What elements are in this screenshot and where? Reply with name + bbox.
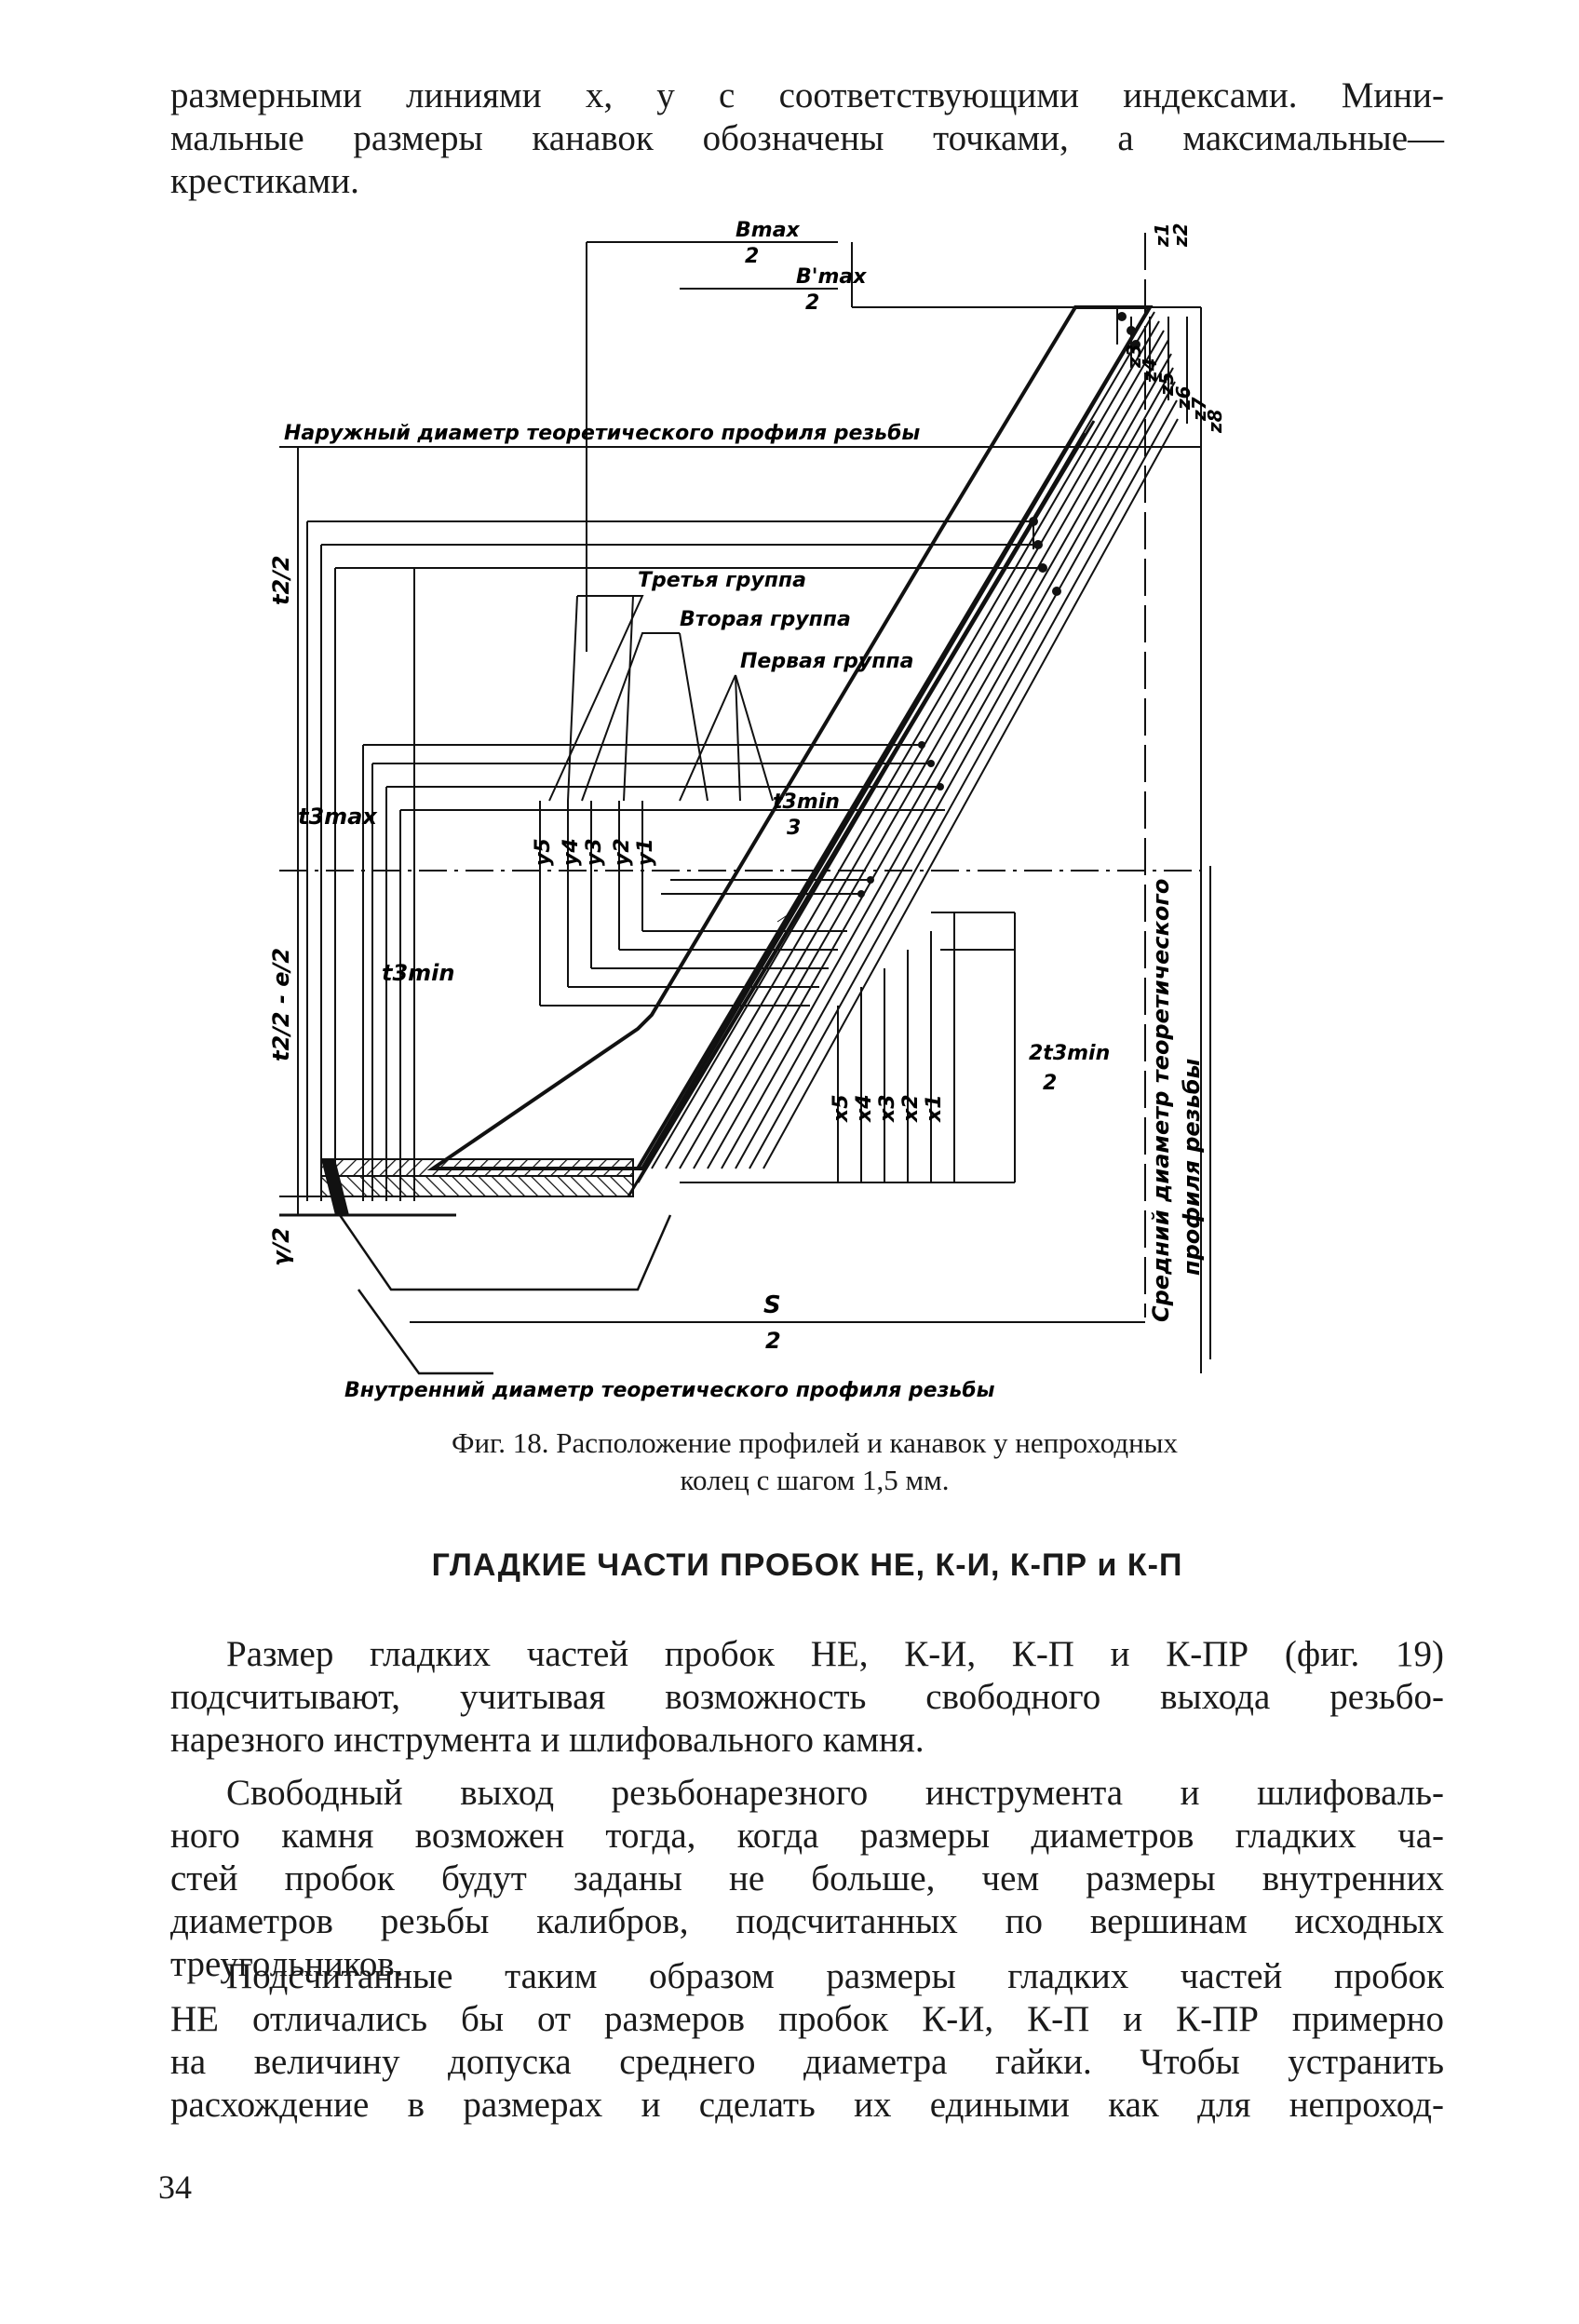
paragraph-line: Размер гладких частей пробок НЕ, К-И, К-…: [226, 1634, 1444, 1674]
inner-diameter-label: Внутренний диаметр теоретического профил…: [344, 1379, 995, 1402]
bmax-num: Bmax: [736, 219, 801, 242]
z-label: z6: [1172, 385, 1194, 411]
caption-line: колец с шагом 1,5 мм.: [680, 1464, 950, 1496]
hatch-band-top: [320, 1158, 634, 1177]
figure-18: Наружный диаметр теоретического профиля …: [270, 205, 1275, 1406]
hatch-band-bottom: [320, 1175, 634, 1197]
intro-line: крестиками.: [170, 161, 359, 201]
thread-profile: [426, 305, 1154, 1170]
paragraph-line: Подсчитанные таким образом размеры гладк…: [226, 1956, 1444, 1996]
section-heading: ГЛАДКИЕ ЧАСТИ ПРОБОК НЕ, К-И, К-ПР и К-П: [431, 1547, 1183, 1583]
paragraph-line: нарезного инструмента и шлифовального ка…: [170, 1720, 924, 1760]
paragraph-line: на величину допуска среднего диаметра га…: [170, 2042, 1444, 2082]
paragraph-line: стей пробок будут заданы не больше, чем …: [170, 1858, 1444, 1898]
t2-minus-e-label: t2/2 - e/2: [270, 948, 294, 1061]
y-label: y1: [634, 838, 657, 866]
z-label: z7: [1188, 397, 1210, 422]
gamma-over-2-label: γ/2: [270, 1227, 294, 1266]
x-label: x3: [876, 1095, 899, 1124]
z-label: z5: [1155, 372, 1178, 397]
t3max-label: t3max: [298, 804, 378, 830]
paragraph-line: Свободный выход резьбонарезного инструме…: [226, 1773, 1444, 1813]
x-label: x4: [853, 1095, 876, 1124]
bmax-den: 2: [745, 245, 759, 268]
x-label: x1: [923, 1095, 946, 1124]
paragraph-line: треугольников.: [170, 1944, 404, 1984]
two-t3min-num: 2t3min: [1029, 1042, 1110, 1065]
group3-label: Третья группа: [638, 569, 806, 592]
paragraph-3: Подсчитанные таким образом размеры гладк…: [170, 1955, 1444, 2127]
y-label: y4: [560, 838, 583, 866]
intro-paragraph: размерными линиями x, y с соответствующи…: [170, 74, 1444, 203]
two-t3min-den: 2: [1043, 1072, 1057, 1095]
paragraph-line: подсчитывают, учитывая возможность свобо…: [170, 1677, 1444, 1717]
paragraph-line: диаметров резьбы калибров, подсчитанных …: [170, 1901, 1444, 1941]
paragraph-line: ного камня возможен тогда, когда размеры…: [170, 1816, 1444, 1856]
t3min-over-3-den: 3: [787, 817, 801, 840]
figure-caption: Фиг. 18. Расположение профилей и канавок…: [321, 1425, 1308, 1499]
bmax2-den: 2: [805, 291, 819, 315]
s-den: 2: [765, 1328, 781, 1354]
z-label: z2: [1169, 223, 1192, 248]
paragraph-2: Свободный выход резьбонарезного инструме…: [170, 1772, 1444, 1986]
outer-diameter-label: Наружный диаметр теоретического профиля …: [284, 422, 920, 445]
bmax2-num: B'max: [796, 265, 867, 289]
t2-over-2-label: t2/2: [270, 555, 294, 605]
y-label: y5: [532, 838, 555, 866]
caption-line: Фиг. 18. Расположение профилей и канавок…: [451, 1426, 1179, 1459]
t3min-over-3-num: t3min: [773, 790, 840, 814]
x-label: x5: [830, 1095, 853, 1124]
group1-label: Первая группа: [740, 650, 913, 673]
page-number: 34: [158, 2169, 192, 2206]
t3min-label: t3min: [382, 960, 455, 986]
paragraph-1: Размер гладких частей пробок НЕ, К-И, К-…: [170, 1633, 1444, 1762]
z-label: z8: [1204, 409, 1226, 434]
y-label: y3: [583, 838, 606, 866]
y-label: y2: [611, 838, 634, 866]
intro-line: размерными линиями x, y с соответствующи…: [170, 75, 1444, 115]
x-label: x2: [899, 1095, 923, 1124]
paragraph-line: расхождение в размерах и сделать их един…: [170, 2085, 1444, 2125]
group2-label: Вторая группа: [680, 608, 851, 631]
z-label: z3: [1123, 344, 1145, 369]
intro-line: мальные размеры канавок обозначены точка…: [170, 118, 1444, 158]
z-label: z4: [1139, 358, 1161, 383]
middle-diameter-label-1: Средний диаметр теоретического: [1148, 879, 1174, 1322]
paragraph-line: НЕ отличались бы от размеров пробок К-И,…: [170, 1999, 1444, 2039]
s-num: S: [763, 1291, 781, 1319]
middle-diameter-label-2: профиля резьбы: [1179, 1058, 1205, 1276]
z-label: z1: [1151, 223, 1173, 248]
